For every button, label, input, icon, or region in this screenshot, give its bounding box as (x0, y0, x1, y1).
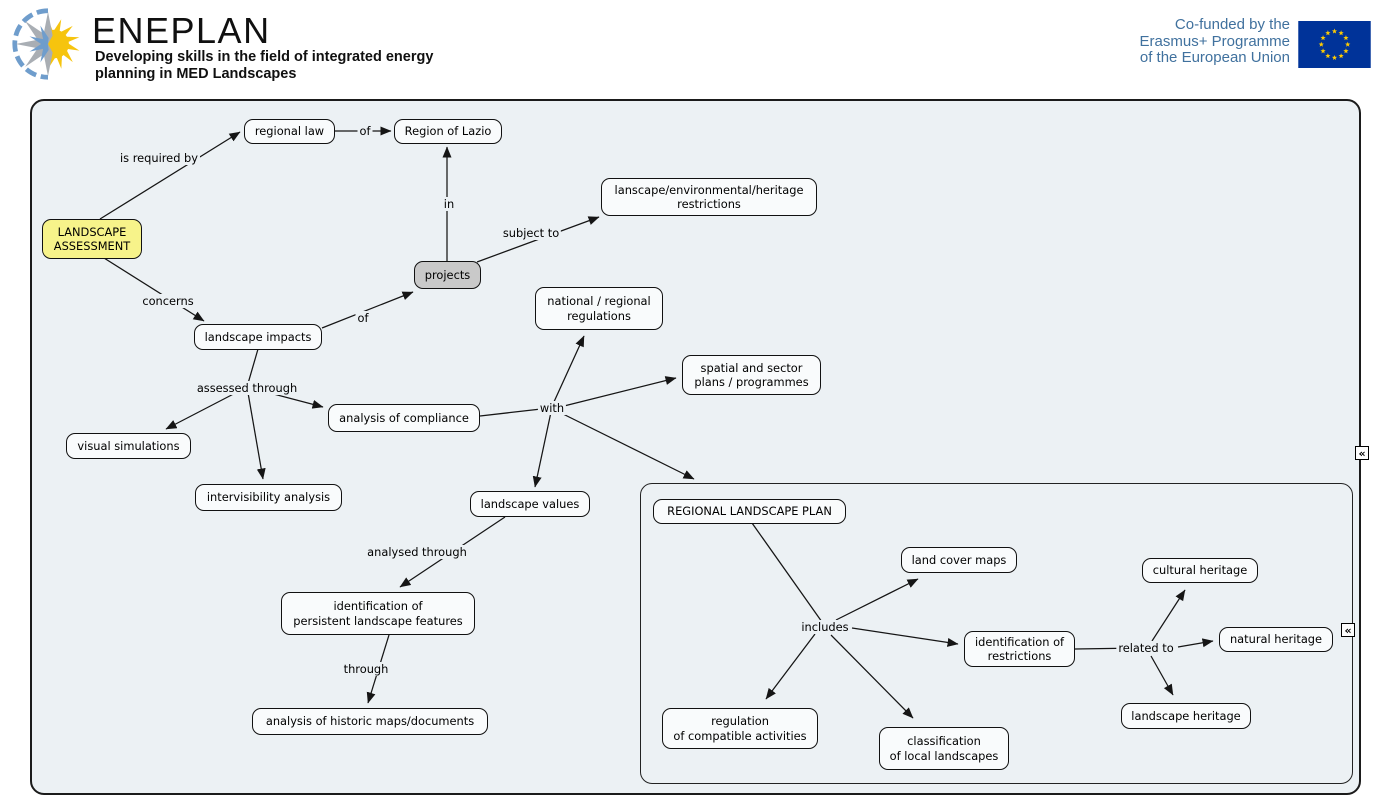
link-label-through[interactable]: through (341, 662, 391, 676)
node-analysis-of-compliance[interactable]: analysis of compliance (328, 404, 480, 432)
node-landscape-values[interactable]: landscape values (470, 491, 590, 517)
link-label-analysed-through[interactable]: analysed through (365, 545, 469, 559)
node-projects[interactable]: projects (414, 261, 481, 289)
link-label-with[interactable]: with (537, 401, 567, 415)
node-regional-law[interactable]: regional law (244, 119, 335, 144)
link-label-related-to[interactable]: related to (1116, 641, 1176, 655)
eu-flag-icon (1298, 21, 1371, 68)
link-label-concerns[interactable]: concerns (140, 294, 196, 308)
node-identification-persistent-features[interactable]: identification of persistent landscape f… (281, 592, 475, 635)
node-regional-landscape-plan[interactable]: REGIONAL LANDSCAPE PLAN (653, 499, 846, 524)
funding-line3: of the European Union (1139, 49, 1290, 66)
node-visual-simulations[interactable]: visual simulations (66, 433, 191, 459)
node-restrictions[interactable]: lanscape/environmental/heritage restrict… (601, 178, 817, 216)
brand-name: ENEPLAN (92, 10, 271, 51)
link-label-is-required-by[interactable]: is required by (117, 151, 201, 165)
link-label-of-2[interactable]: of (355, 311, 371, 325)
node-landscape-assessment[interactable]: LANDSCAPE ASSESSMENT (42, 219, 142, 259)
funding-line1: Co-funded by the (1174, 16, 1290, 33)
eneplan-compass-sun-logo (11, 7, 80, 81)
node-identification-of-restrictions[interactable]: identification of restrictions (964, 631, 1075, 667)
node-analysis-historic-maps[interactable]: analysis of historic maps/documents (252, 708, 488, 735)
brand-tagline: Developing skills in the field of integr… (95, 49, 433, 84)
node-land-cover-maps[interactable]: land cover maps (901, 547, 1017, 573)
link-label-includes[interactable]: includes (799, 620, 851, 634)
collapse-chevrons-icon[interactable]: « (1341, 623, 1355, 637)
node-spatial-sector-plans[interactable]: spatial and sector plans / programmes (682, 355, 821, 395)
node-landscape-impacts[interactable]: landscape impacts (194, 324, 322, 350)
collapse-chevrons-icon[interactable]: « (1355, 446, 1369, 460)
funding-line2: Erasmus+ Programme (1139, 32, 1290, 50)
brand-tagline-line1: Developing skills in the field of integr… (95, 49, 434, 65)
node-landscape-heritage[interactable]: landscape heritage (1121, 703, 1251, 729)
link-label-in[interactable]: in (441, 197, 457, 211)
link-label-subject-to[interactable]: subject to (500, 226, 562, 240)
node-natural-heritage[interactable]: natural heritage (1219, 627, 1333, 652)
node-region-of-lazio[interactable]: Region of Lazio (394, 119, 502, 144)
node-regulation-compatible-activities[interactable]: regulation of compatible activities (662, 708, 818, 749)
node-classification-local-landscapes[interactable]: classification of local landscapes (879, 727, 1009, 770)
link-label-of-1[interactable]: of (357, 124, 373, 138)
funding-credit: Co-funded by the Erasmus+ Programme of t… (1090, 16, 1290, 67)
node-cultural-heritage[interactable]: cultural heritage (1142, 558, 1258, 583)
node-intervisibility-analysis[interactable]: intervisibility analysis (195, 484, 342, 511)
node-national-regional-regulations[interactable]: national / regional regulations (535, 287, 663, 330)
link-label-assessed-through[interactable]: assessed through (194, 381, 300, 395)
brand-tagline-line2: planning in MED Landscapes (95, 66, 297, 83)
